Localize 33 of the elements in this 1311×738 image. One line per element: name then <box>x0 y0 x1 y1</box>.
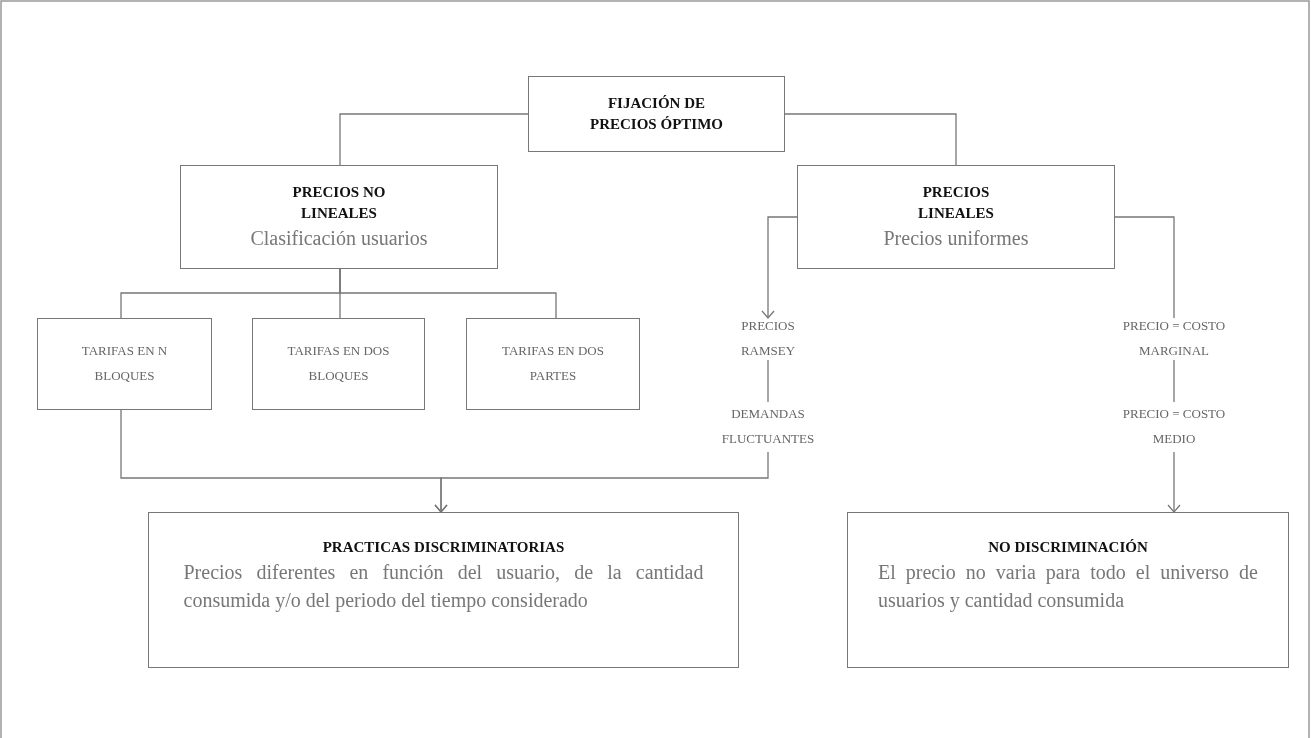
concept-box <box>466 318 640 410</box>
node-label: PRECIO = COSTO MARGINAL <box>1121 317 1227 360</box>
concept-box <box>252 318 425 410</box>
node-description: Clasificación usuarios <box>250 226 428 251</box>
concept-box <box>797 165 1115 269</box>
node-label: TARIFAS EN DOS BLOQUES <box>286 342 391 385</box>
concept-box <box>37 318 212 410</box>
node-label: TARIFAS EN N BLOQUES <box>80 342 169 385</box>
node-label: DEMANDAS FLUCTUANTES <box>720 405 816 448</box>
concept-box <box>180 165 498 269</box>
node-heading: PRACTICAS DISCRIMINATORIAS <box>322 538 565 557</box>
arrow <box>761 216 798 319</box>
node-label: PRECIOS RAMSEY <box>739 317 797 360</box>
arrow <box>1167 451 1181 513</box>
node-heading: FIJACIÓN DE PRECIOS ÓPTIMO <box>589 94 724 134</box>
node-heading: NO DISCRIMINACIÓN <box>988 538 1148 557</box>
concept-box <box>148 512 739 668</box>
connector-line <box>339 113 529 166</box>
connector-line <box>784 113 957 166</box>
node-description: Precios uniformes <box>883 226 1029 251</box>
arrow <box>434 451 769 513</box>
node-label: TARIFAS EN DOS PARTES <box>501 342 605 385</box>
connector-line <box>767 359 769 403</box>
concept-box <box>528 76 785 152</box>
connector-line <box>1114 216 1175 319</box>
connector-line <box>1173 359 1175 403</box>
connector-line <box>339 268 557 319</box>
node-label: PRECIO = COSTO MEDIO <box>1121 405 1227 448</box>
concept-box <box>847 512 1289 668</box>
node-description: Precios diferentes en función del usuario, de la cantidad consumida y/o del periodo del tiempo considerado <box>182 560 705 614</box>
node-heading: PRECIOS NO LINEALES <box>291 183 387 223</box>
node-description: El precio no varia para todo el universo de usuarios y cantidad consumida <box>877 560 1259 614</box>
node-heading: PRECIOS LINEALES <box>917 183 995 223</box>
